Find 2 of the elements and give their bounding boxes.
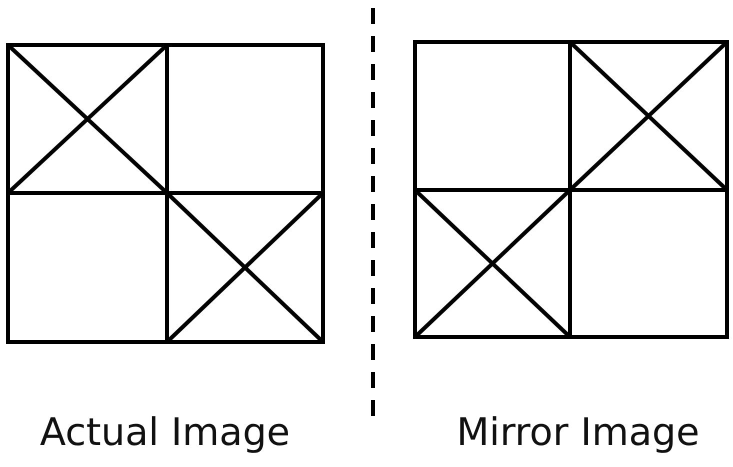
figure-caption: Actual Image: [40, 410, 290, 454]
figure-caption: Mirror Image: [456, 410, 700, 454]
